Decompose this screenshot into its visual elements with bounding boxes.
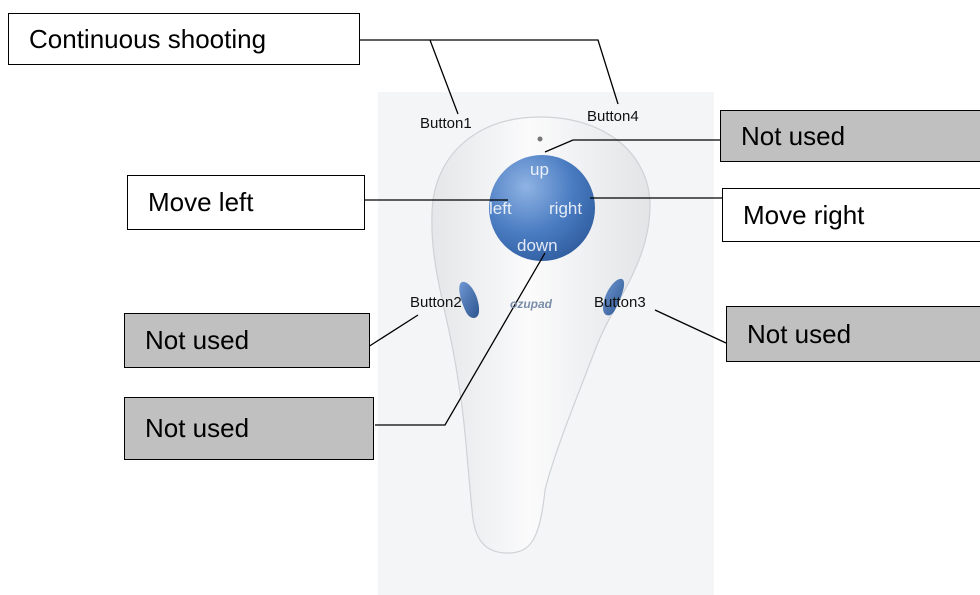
- callout-up-action: Not used: [720, 110, 980, 162]
- directional-pad: [489, 155, 595, 261]
- pad-right-label: right: [549, 199, 583, 218]
- callout-continuous-shooting: Continuous shooting: [8, 13, 360, 65]
- leader-down: [375, 252, 546, 426]
- brand-logo: ozupad: [510, 297, 552, 311]
- callout-right-action: Move right: [722, 188, 980, 242]
- leader-button3: [654, 309, 727, 344]
- pad-up-label: up: [530, 160, 549, 179]
- callout-button3-action: Not used: [726, 306, 980, 362]
- leader-continuous-button4: [430, 39, 619, 105]
- leader-up: [544, 139, 720, 153]
- callout-down-action: Not used: [124, 397, 374, 460]
- callout-left-action: Move left: [127, 175, 365, 230]
- indicator-dot: [537, 136, 543, 142]
- callout-button2-action: Not used: [124, 313, 370, 368]
- button1-label: Button1: [420, 115, 472, 132]
- button2-label: Button2: [410, 294, 462, 311]
- button2-shape: [459, 281, 480, 318]
- leader-button2: [367, 314, 419, 348]
- remote-body: [431, 116, 651, 554]
- button4-label: Button4: [587, 108, 639, 125]
- button3-label: Button3: [594, 294, 646, 311]
- pad-left-label: left: [489, 199, 512, 218]
- pad-down-label: down: [517, 236, 558, 255]
- button3-shape: [603, 278, 625, 316]
